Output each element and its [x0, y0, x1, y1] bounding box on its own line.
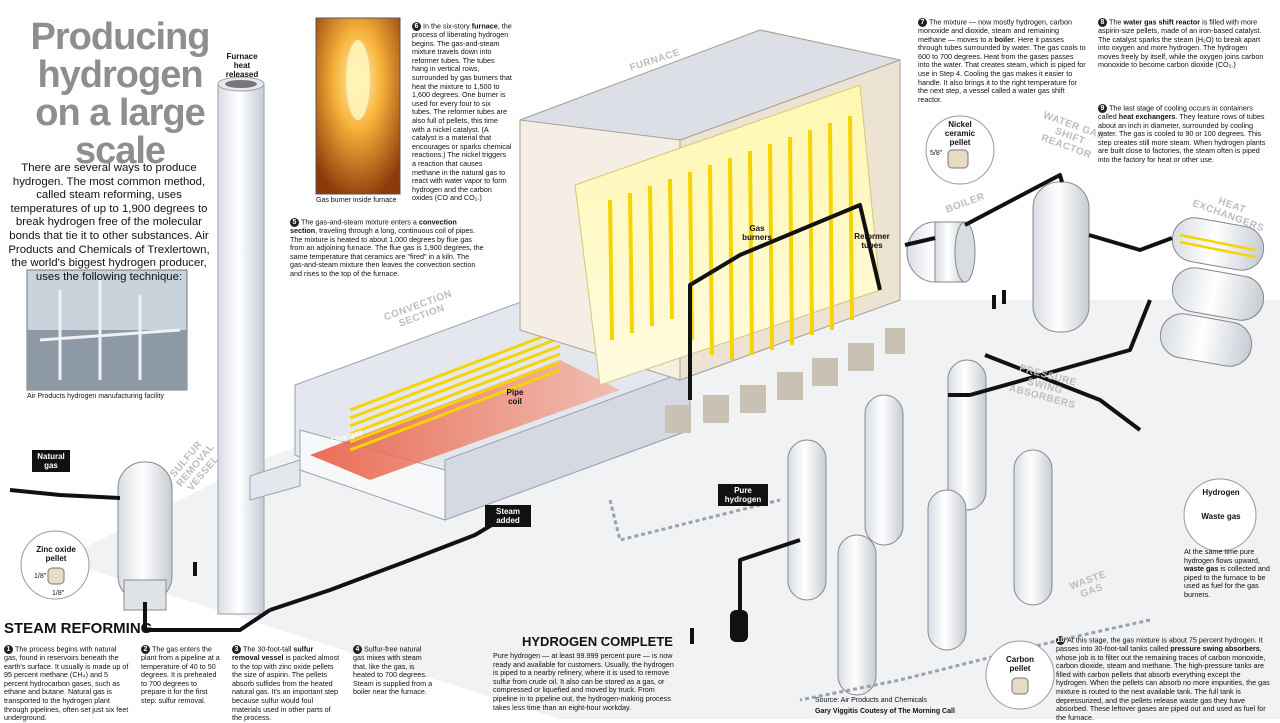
gas-burners-label: Gas burners	[742, 224, 772, 242]
furnace-building-drawing	[519, 29, 905, 433]
zinc-pellet-dimension-b: 1/8"	[52, 590, 65, 597]
furnace-heat-label: Furnace heat released	[225, 52, 259, 79]
plant-photo	[26, 269, 188, 391]
steam-added-tag: Steam added	[485, 505, 531, 527]
natural-gas-tag: Natural gas	[32, 450, 70, 472]
reformer-tubes-label: Reformer tubes	[854, 232, 890, 250]
section-title: STEAM REFORMING	[4, 620, 153, 637]
exhaust-stack	[217, 76, 265, 615]
furnace-photo	[315, 17, 401, 195]
pressure-swing-absorbers-drawing	[787, 359, 1053, 696]
page-title: Producing hydrogen on a large scale	[30, 16, 211, 172]
nickel-pellet-label: Nickel ceramic pellet	[944, 120, 976, 147]
intro-text: There are several ways to produce hydrog…	[8, 162, 210, 283]
pellet-insets	[20, 115, 1257, 710]
zinc-pellet-dimension-a: 1/8"	[34, 573, 47, 580]
boiler-drawing	[906, 221, 976, 283]
waste-gas-inset-label: Waste gas	[1201, 512, 1241, 521]
pellet-shapes	[47, 149, 1029, 695]
furnace-photo-caption: Gas burner inside furnace	[316, 197, 397, 204]
people-figures	[193, 290, 1006, 644]
sulfur-removal-vessel-drawing	[117, 461, 173, 611]
waste-gas-text: At the same time pure hydrogen flows upw…	[1184, 547, 1270, 599]
heat-exchangers-drawing	[1159, 217, 1265, 367]
waste-gas-pipe	[608, 498, 1151, 702]
water-gas-shift-reactor-drawing	[1032, 181, 1090, 333]
complete-text: Pure hydrogen — at least 99.999 percent …	[493, 651, 674, 712]
source-line: Source: Air Products and Chemicals	[815, 697, 928, 704]
plant-photo-caption: Air Products hydrogen manufacturing faci…	[27, 393, 164, 400]
hydrogen-inset-label: Hydrogen	[1202, 488, 1240, 497]
zinc-pellet-label: Zinc oxide pellet	[36, 545, 76, 563]
carbon-pellet-label: Carbon pellet	[1006, 655, 1034, 673]
process-pipe	[9, 173, 1173, 640]
pure-hydrogen-tag: Pure hydrogen	[718, 484, 768, 506]
pipe-coil-label: Pipe coil	[506, 388, 524, 406]
nickel-pellet-dimension: 5/8"	[930, 150, 943, 157]
complete-title: HYDROGEN COMPLETE	[522, 634, 673, 649]
credit-line: Gary Viggitis Coutesy of The Morning Cal…	[815, 708, 955, 715]
